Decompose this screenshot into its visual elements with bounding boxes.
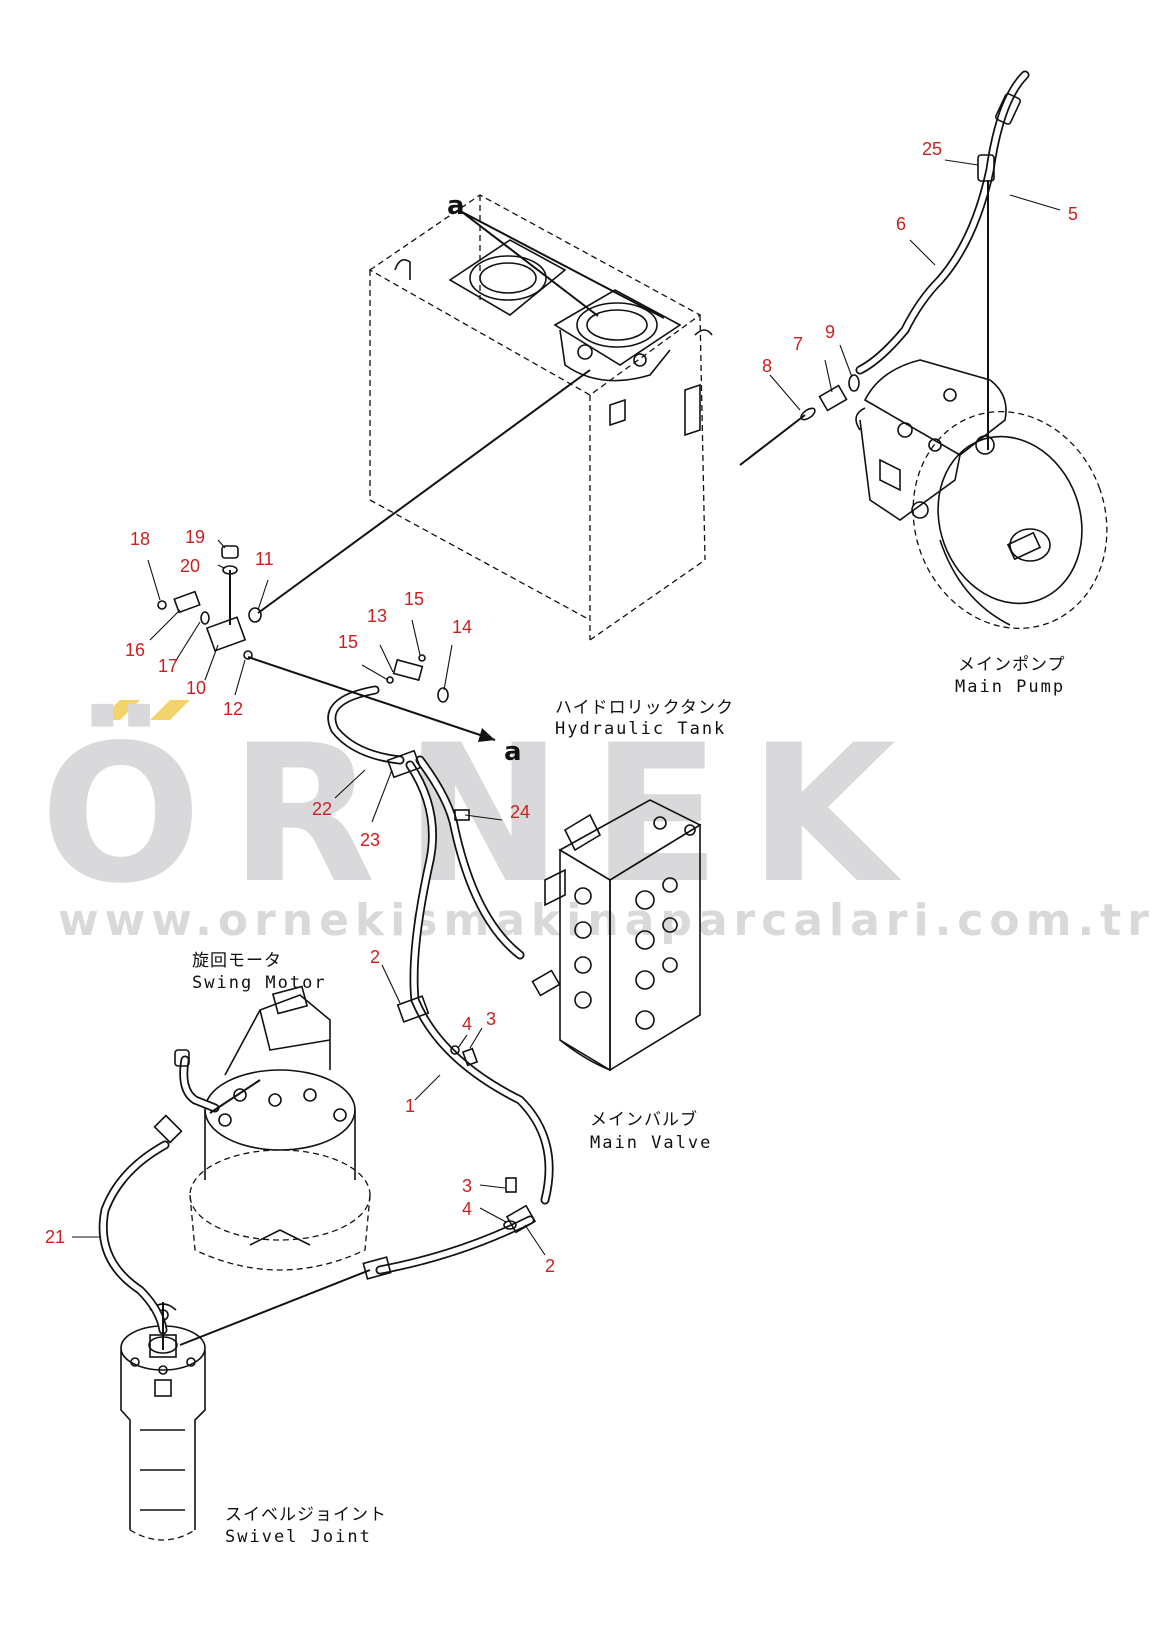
watermark-url: www.ornekismakinaparcalari.com.tr	[58, 895, 1155, 946]
callout-3b: 3	[462, 1176, 472, 1196]
fittings	[149, 93, 1021, 1397]
callout-6: 6	[896, 214, 906, 234]
ref-mark-a-bottom: a	[504, 737, 522, 767]
watermark-accent-mark	[100, 700, 140, 720]
part-callouts: 25 5 6 7 8 9 18 19 20 11 16 17 10 12 13 …	[45, 139, 1078, 1276]
callout-20: 20	[180, 556, 200, 576]
hydraulic-tank-label-jp: ハイドロリックタンク	[555, 698, 734, 718]
leader-lines	[72, 159, 1061, 1256]
swing-motor-label-en: Swing Motor	[192, 973, 327, 993]
swing-motor-label-jp: 旋回モータ	[192, 951, 282, 971]
swivel-joint-label-jp: スイベルジョイント	[225, 1505, 387, 1525]
hydraulic-tank-drawing	[368, 194, 713, 641]
component-labels: ハイドロリックタンク Hydraulic Tank メインポンプ Main Pu…	[192, 655, 1066, 1547]
callout-25: 25	[922, 139, 942, 159]
swing-motor-drawing	[189, 985, 371, 1271]
callout-10: 10	[186, 678, 206, 698]
callout-4b: 4	[462, 1199, 472, 1219]
main-pump-label-jp: メインポンプ	[958, 655, 1066, 675]
callout-23: 23	[360, 830, 380, 850]
ref-mark-a-top: a	[447, 191, 465, 221]
callout-15a: 15	[404, 589, 424, 609]
callout-13: 13	[367, 606, 387, 626]
main-pump-drawing	[855, 359, 1108, 630]
callout-8: 8	[762, 356, 772, 376]
callout-2a: 2	[370, 947, 380, 967]
callout-18: 18	[130, 529, 150, 549]
callout-3a: 3	[486, 1009, 496, 1029]
main-valve-drawing	[544, 799, 702, 1072]
callout-1: 1	[405, 1096, 415, 1116]
main-valve-label-en: Main Valve	[590, 1133, 712, 1153]
callout-7: 7	[793, 334, 803, 354]
callout-14: 14	[452, 617, 472, 637]
main-valve-label-jp: メインバルブ	[590, 1109, 698, 1130]
callout-22: 22	[312, 799, 332, 819]
swivel-joint-label-en: Swivel Joint	[225, 1527, 372, 1547]
callout-21: 21	[45, 1227, 65, 1247]
callout-4a: 4	[462, 1014, 472, 1034]
callout-19: 19	[185, 527, 205, 547]
callout-11: 11	[255, 549, 274, 569]
callout-24: 24	[510, 802, 530, 822]
main-pump-label-en: Main Pump	[955, 677, 1065, 697]
callout-5: 5	[1068, 204, 1078, 224]
callout-12: 12	[223, 699, 243, 719]
callout-17: 17	[158, 656, 178, 676]
callout-16: 16	[125, 640, 145, 660]
callout-15b: 15	[338, 632, 358, 652]
callout-2b: 2	[545, 1256, 555, 1276]
hydraulic-tank-label-en: Hydraulic Tank	[555, 719, 726, 739]
connection-lines	[162, 180, 989, 1350]
watermark-accent-mark	[150, 700, 190, 720]
callout-9: 9	[825, 322, 835, 342]
